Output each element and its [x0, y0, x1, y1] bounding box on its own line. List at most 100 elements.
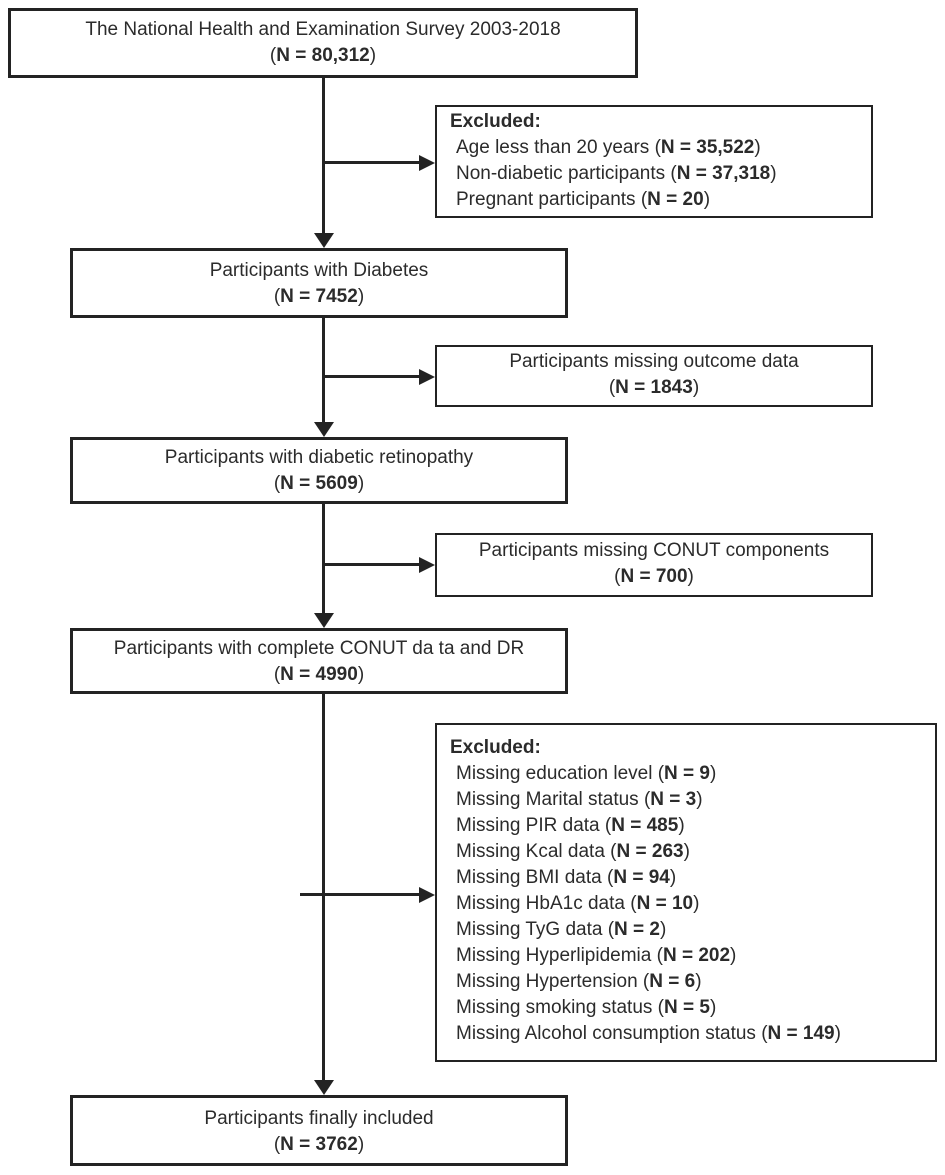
paren-close: ) — [683, 841, 690, 862]
paren-close: ) — [695, 971, 702, 992]
flow-box-missing-conut: Participants missing CONUT components (N… — [435, 533, 873, 597]
paren-close: ) — [357, 473, 365, 494]
excluded-item-text: Missing BMI data ( — [456, 867, 614, 888]
excluded-title: Excluded: — [450, 111, 541, 132]
box-title: Participants missing CONUT components — [478, 540, 830, 561]
list-item: Missing TyG data (N = 2) — [450, 917, 927, 943]
flow-box-diabetic-retinopathy: Participants with diabetic retinopathy (… — [70, 437, 568, 504]
paren-close: ) — [693, 893, 700, 914]
box-count: (N = 700) — [437, 564, 871, 590]
excluded-item-text: Pregnant participants ( — [456, 189, 648, 210]
excluded-item-n: N = 149 — [767, 1023, 835, 1044]
excluded-item-text: Missing Alcohol consumption status ( — [456, 1023, 768, 1044]
excluded-item-n: N = 94 — [613, 867, 670, 888]
paren-close: ) — [687, 566, 694, 587]
flow-box-source-population: The National Health and Examination Surv… — [8, 8, 638, 78]
n-value: N = 1843 — [615, 377, 693, 398]
flow-box-excluded-covariates: Excluded: Missing education level (N = 9… — [435, 723, 937, 1062]
arrowhead-right-excluded2 — [419, 887, 435, 903]
box-count: (N = 4990) — [73, 662, 565, 688]
box-count: (N = 80,312) — [11, 43, 635, 69]
box-count: (N = 7452) — [73, 284, 565, 310]
flow-box-final-included: Participants finally included (N = 3762) — [70, 1095, 568, 1166]
box-title: Participants with complete CONUT da ta a… — [113, 638, 525, 659]
box-count: (N = 5609) — [73, 471, 565, 497]
paren-close: ) — [669, 867, 677, 888]
flow-line-source-to-diabetes — [322, 78, 325, 233]
box-count: (N = 1843) — [437, 375, 871, 401]
excluded-item-n: N = 9 — [664, 763, 710, 784]
paren-open: ( — [608, 377, 616, 398]
excluded-item-text: Missing Kcal data ( — [456, 841, 617, 862]
paren-close: ) — [357, 286, 365, 307]
excluded-item-n: N = 5 — [664, 997, 710, 1018]
box-title: Participants with diabetic retinopathy — [164, 447, 474, 468]
box-title: Participants missing outcome data — [509, 351, 799, 372]
list-item: Non-diabetic participants (N = 37,318) — [450, 161, 863, 187]
paren-close: ) — [834, 1023, 841, 1044]
list-item: Missing smoking status (N = 5) — [450, 995, 927, 1021]
excluded-item-text: Missing PIR data ( — [456, 815, 612, 836]
box-title: Participants finally included — [204, 1108, 434, 1129]
paren-close: ) — [770, 163, 777, 184]
flow-box-complete-conut-dr: Participants with complete CONUT da ta a… — [70, 628, 568, 694]
excluded-title: Excluded: — [450, 737, 541, 758]
flow-box-diabetes: Participants with Diabetes (N = 7452) — [70, 248, 568, 318]
paren-open: ( — [614, 566, 621, 587]
flow-branch-conutmiss — [322, 563, 421, 566]
paren-close: ) — [703, 189, 711, 210]
excluded-item-text: Missing Hyperlipidemia ( — [456, 945, 663, 966]
paren-open: ( — [273, 286, 281, 307]
excluded-item-n: N = 485 — [611, 815, 679, 836]
n-value: N = 700 — [620, 566, 688, 587]
list-item: Missing HbA1c data (N = 10) — [450, 891, 927, 917]
flow-line-retinopathy-to-conut — [322, 504, 325, 614]
excluded-item-n: N = 202 — [662, 945, 731, 966]
paren-open: ( — [269, 45, 277, 66]
n-value: N = 4990 — [280, 664, 358, 685]
list-item: Age less than 20 years (N = 35,522) — [450, 135, 863, 161]
n-value: N = 5609 — [280, 473, 358, 494]
arrowhead-down-retinopathy — [314, 422, 334, 437]
paren-close: ) — [730, 945, 737, 966]
n-value: N = 80,312 — [276, 45, 370, 66]
paren-open: ( — [273, 1134, 281, 1155]
arrowhead-right-excluded1 — [419, 155, 435, 171]
excluded-item-text: Missing Hypertension ( — [456, 971, 650, 992]
excluded-item-text: Missing Marital status ( — [456, 789, 651, 810]
excluded-item-text: Missing education level ( — [456, 763, 665, 784]
paren-open: ( — [273, 473, 281, 494]
excluded-item-n: N = 20 — [647, 189, 704, 210]
paren-close: ) — [696, 789, 703, 810]
paren-close: ) — [357, 664, 365, 685]
box-title: The National Health and Examination Surv… — [85, 19, 561, 40]
flow-box-missing-outcome: Participants missing outcome data (N = 1… — [435, 345, 873, 407]
paren-close: ) — [692, 377, 700, 398]
flow-branch-excluded2 — [300, 893, 421, 896]
paren-close: ) — [660, 919, 667, 940]
list-item: Missing Kcal data (N = 263) — [450, 839, 927, 865]
list-item: Missing education level (N = 9) — [450, 761, 927, 787]
box-count: (N = 3762) — [73, 1132, 565, 1158]
arrowhead-right-conutmiss — [419, 557, 435, 573]
paren-open: ( — [273, 664, 281, 685]
excluded-item-n: N = 3 — [650, 789, 697, 810]
excluded-item-text: Age less than 20 years ( — [456, 137, 661, 158]
excluded-item-text: Non-diabetic participants ( — [456, 163, 677, 184]
n-value: N = 3762 — [280, 1134, 358, 1155]
list-item: Missing BMI data (N = 94) — [450, 865, 927, 891]
paren-close: ) — [357, 1134, 365, 1155]
list-item: Missing Hypertension (N = 6) — [450, 969, 927, 995]
list-item: Missing Alcohol consumption status (N = … — [450, 1021, 927, 1047]
paren-close: ) — [710, 763, 717, 784]
excluded-item-text: Missing TyG data ( — [456, 919, 615, 940]
excluded-item-n: N = 10 — [636, 893, 694, 914]
flow-branch-outcome — [322, 375, 421, 378]
flow-branch-excluded1 — [322, 161, 421, 164]
arrowhead-down-conut — [314, 613, 334, 628]
arrowhead-down-final — [314, 1080, 334, 1095]
n-value: N = 7452 — [280, 286, 358, 307]
excluded-item-n: N = 37,318 — [676, 163, 771, 184]
excluded-item-text: Missing smoking status ( — [456, 997, 665, 1018]
